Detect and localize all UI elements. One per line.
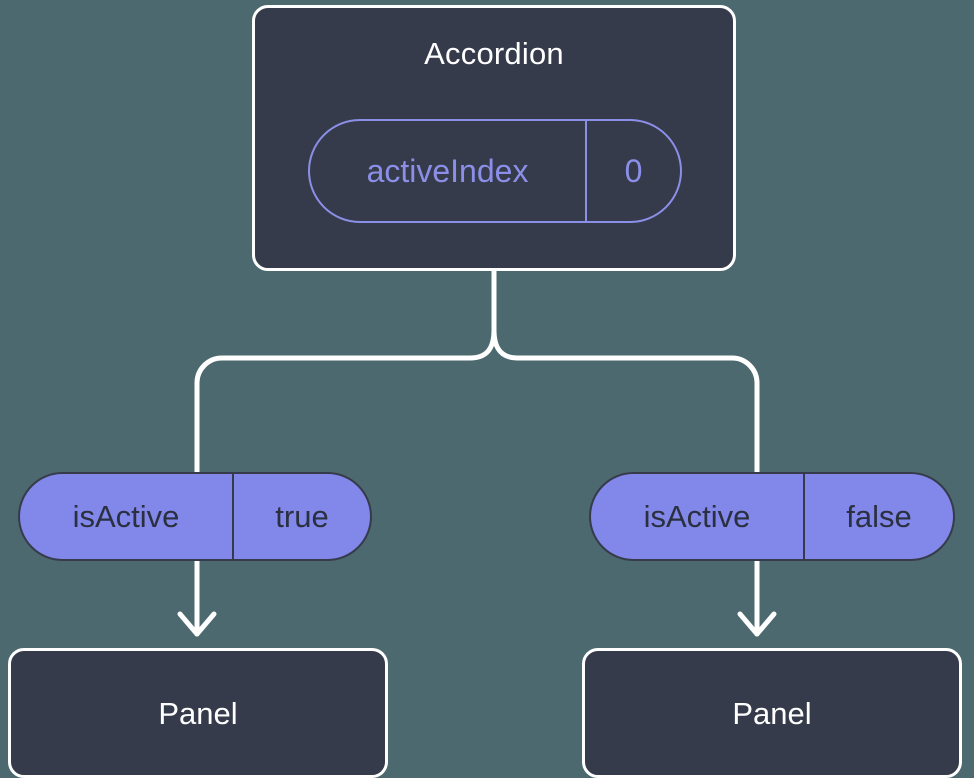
prop-chip-is-active-true[interactable]: isActive true — [18, 472, 372, 561]
panel-node-left[interactable]: Panel — [8, 648, 388, 778]
state-chip-key: activeIndex — [310, 121, 587, 221]
prop-chip-value: true — [275, 498, 329, 534]
prop-chip-value: false — [846, 498, 912, 534]
state-chip-active-index[interactable]: activeIndex 0 — [308, 119, 682, 223]
prop-chip-key: isActive — [20, 474, 234, 559]
prop-chip-key: isActive — [591, 474, 805, 559]
accordion-title: Accordion — [424, 36, 564, 71]
prop-chip-is-active-false[interactable]: isActive false — [589, 472, 955, 561]
panel-title: Panel — [158, 695, 238, 731]
accordion-node[interactable]: Accordion — [252, 5, 736, 271]
arrow-left — [177, 558, 217, 637]
connector-branch-right — [491, 327, 760, 475]
panel-title: Panel — [732, 695, 812, 731]
arrow-right — [737, 558, 777, 637]
connector-branch-left — [194, 327, 497, 475]
panel-node-right[interactable]: Panel — [582, 648, 962, 778]
state-chip-value: 0 — [624, 152, 643, 189]
